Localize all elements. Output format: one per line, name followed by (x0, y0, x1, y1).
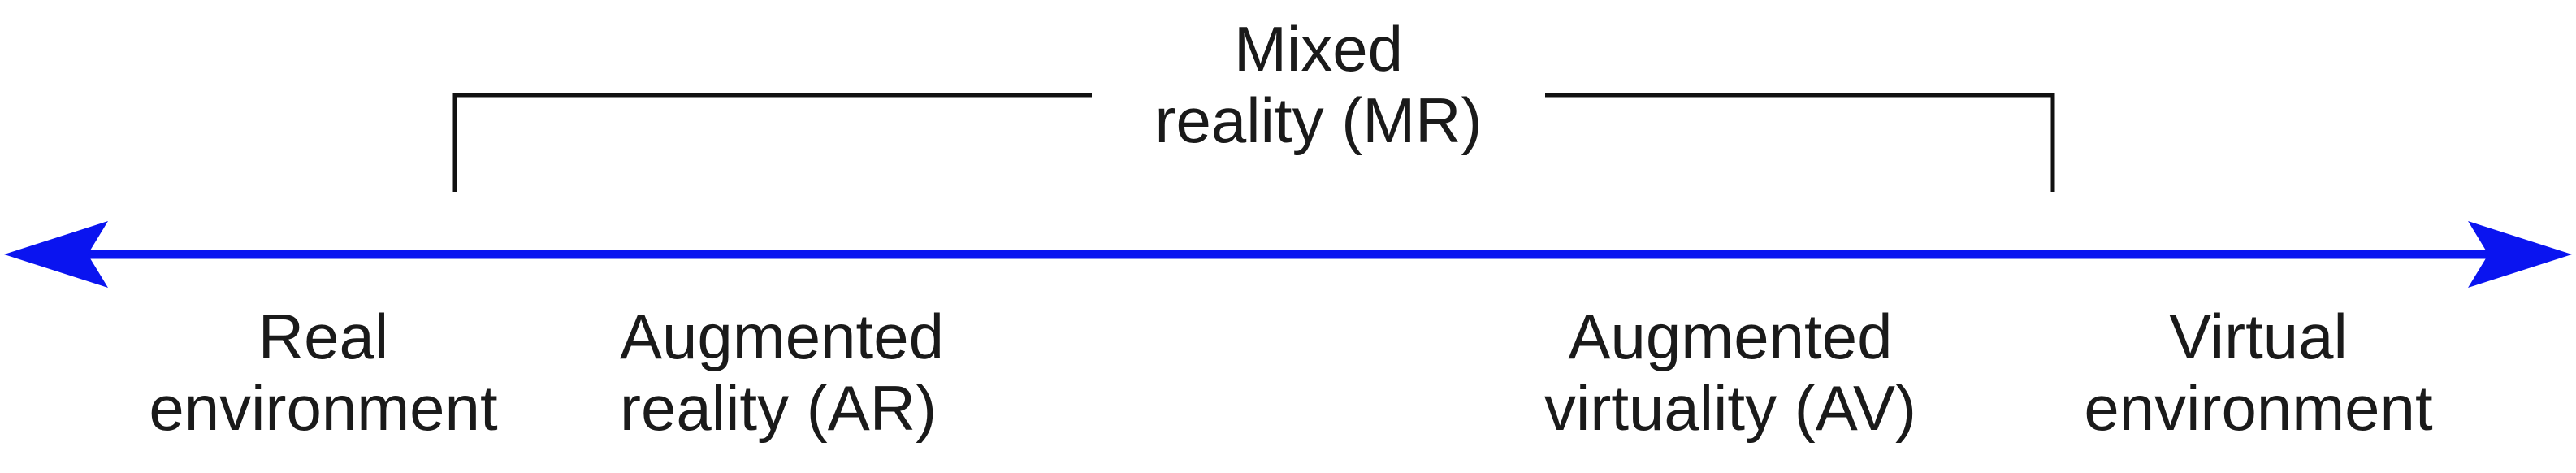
virtual-environment-line1: Virtual (2169, 301, 2348, 372)
mixed-reality-label-line1: Mixed (1233, 13, 1404, 85)
real-environment-line1: Real (258, 301, 389, 372)
augmented-reality-label: Augmented reality (AR) (620, 301, 944, 444)
mixed-reality-bracket (452, 93, 2055, 192)
bracket-left-segment (452, 93, 1092, 192)
augmented-virtuality-line2: virtuality (AV) (1544, 372, 1916, 444)
real-environment-line2: environment (149, 372, 498, 444)
mixed-reality-label: Mixed reality (MR) (1155, 13, 1483, 156)
virtual-environment-label: Virtual environment (2084, 301, 2432, 444)
augmented-virtuality-label: Augmented virtuality (AV) (1544, 301, 1916, 444)
right-arrowhead (2468, 221, 2572, 288)
left-arrowhead (4, 221, 108, 288)
mixed-reality-label-line2: reality (MR) (1154, 85, 1483, 156)
real-environment-label: Real environment (149, 301, 497, 444)
augmented-reality-line1: Augmented (620, 301, 944, 372)
augmented-virtuality-line1: Augmented (1568, 301, 1893, 372)
bracket-right-segment (1545, 93, 2055, 192)
continuum-axis (4, 221, 2572, 288)
virtual-environment-line2: environment (2084, 372, 2433, 444)
augmented-reality-line2: reality (AR) (620, 372, 937, 444)
